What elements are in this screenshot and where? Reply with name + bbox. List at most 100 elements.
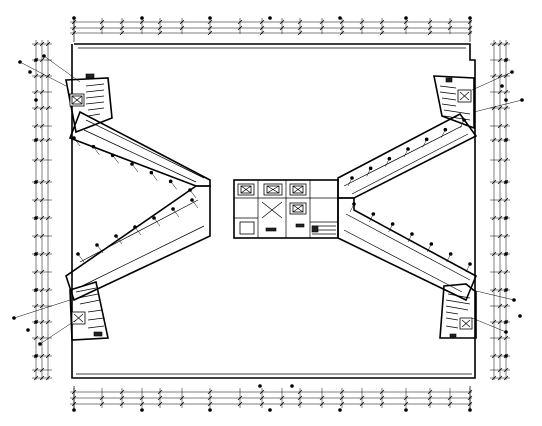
gridline-bubble-icon (468, 408, 472, 412)
gridline-bubble-icon (34, 320, 38, 324)
core-lower-left (69, 280, 109, 341)
grid-axis-line (471, 71, 513, 91)
gridline-bubble-icon (140, 408, 144, 412)
grid-axis-line (13, 299, 71, 319)
gridline-bubble-icon (462, 118, 466, 122)
gridline-bubble-icon (338, 408, 342, 412)
grid-axis-line (19, 61, 67, 87)
gridline-bubble-icon (468, 262, 472, 266)
grid-axis-line (473, 99, 523, 113)
gridline-bubble-icon (34, 138, 38, 142)
gridline-bubble-icon (130, 162, 134, 166)
left-dimension-ticks (32, 41, 52, 381)
gridline-bubble-icon (95, 243, 99, 247)
stair-icon (75, 287, 105, 329)
gridline-bubble-icon (371, 212, 376, 216)
gridline-bubble-icon (268, 408, 272, 412)
gridline-bubble-icon (406, 147, 410, 151)
gridline-bubble-icon (140, 16, 144, 20)
gridline-bubble-icon (110, 153, 115, 158)
grid-axis-line (39, 319, 77, 345)
core-lower-right (439, 283, 477, 339)
elevator-icon (289, 202, 307, 215)
gridline-bubble-icon (404, 408, 408, 412)
gridline-bubble-icon (504, 138, 508, 142)
gridline-bubble-icon (518, 314, 522, 318)
left-dimension-lines (35, 40, 49, 380)
gridline-bubble-icon (34, 98, 38, 102)
gridline-bubble-icon (208, 16, 212, 20)
right-dimension-ticks (490, 41, 510, 381)
wing-lower-left (65, 185, 211, 302)
gridline-bubble-icon (72, 408, 76, 412)
top-dimension-lines (70, 18, 472, 42)
gridline-bubble-icon (410, 232, 414, 236)
elevator-icon (289, 183, 307, 196)
gridline-bubble-icon (500, 84, 504, 88)
gridline-bubble-icon (72, 136, 76, 140)
gridline-bubble-icon (504, 98, 508, 102)
gridline-bubble-icon (258, 384, 262, 388)
gridline-bubble-icon (208, 408, 212, 412)
gridline-bubble-icon (133, 225, 137, 229)
gridline-bubble-icon (114, 234, 118, 238)
gridline-bubble-icon (72, 16, 76, 20)
gridline-bubble-icon (350, 176, 354, 180)
gridline-bubble-icon (448, 252, 453, 256)
grid-axis-line (471, 317, 507, 333)
top-dimension-ticks (71, 16, 473, 36)
bottom-dimension-ticks (71, 384, 473, 412)
gridline-bubble-icon (290, 384, 294, 388)
gridline-bubble-icon (504, 288, 508, 292)
gridline-bubble-icon (404, 16, 408, 20)
gridline-bubble-icon (443, 127, 448, 132)
gridline-bubble-icon (28, 70, 32, 74)
wing-upper-right (337, 112, 478, 199)
gridline-bubble-icon (504, 180, 508, 184)
gridline-bubble-icon (76, 252, 80, 256)
gridline-bubble-icon (387, 156, 392, 161)
right-dimension-lines (493, 40, 507, 380)
gridline-bubble-icon (188, 188, 192, 192)
gridline-bubble-icon (338, 16, 342, 20)
gridline-bubble-icon (390, 222, 395, 226)
grid-axis-line (43, 55, 81, 83)
core-upper-left (65, 73, 113, 134)
core-upper-right (433, 75, 475, 130)
gridline-bubble-icon (34, 354, 38, 358)
wing-upper-left (68, 110, 211, 187)
gridline-bubble-icon (152, 216, 156, 220)
gridline-bubble-icon (149, 170, 154, 175)
outer-wall (71, 43, 476, 379)
central-core (233, 179, 339, 239)
bottom-dimension-lines (70, 386, 472, 410)
gridline-bubble-icon (468, 16, 472, 20)
gridline-bubble-icon (91, 144, 96, 149)
gridline-bubble-icon (504, 252, 508, 256)
diagonal-grid-bubbles (12, 54, 524, 346)
gridline-bubble-icon (504, 58, 508, 62)
gridline-bubble-icon (190, 198, 194, 202)
gridline-bubble-icon (34, 58, 38, 62)
gridline-bubble-icon (504, 216, 508, 220)
gridline-bubble-icon (504, 320, 508, 324)
gridline-bubble-icon (368, 166, 373, 171)
gridline-bubble-icon (268, 16, 272, 20)
gridline-bubble-icon (34, 252, 38, 256)
stair-icon (85, 83, 105, 117)
gridline-bubble-icon (26, 328, 30, 332)
grid-axis-line (471, 289, 515, 301)
gridline-bubble-icon (171, 207, 175, 211)
elevator-icon (237, 183, 255, 196)
elevator-icon (263, 183, 283, 196)
gridline-bubble-icon (429, 242, 434, 246)
gridline-bubble-icon (504, 354, 508, 358)
gridline-bubble-icon (424, 137, 429, 142)
stair-icon (445, 293, 471, 329)
gridline-bubble-icon (34, 180, 38, 184)
gridline-bubble-icon (168, 179, 173, 184)
gridline-bubble-icon (34, 216, 38, 220)
gridline-bubble-icon (34, 288, 38, 292)
gridline-bubble-icon (352, 202, 356, 206)
